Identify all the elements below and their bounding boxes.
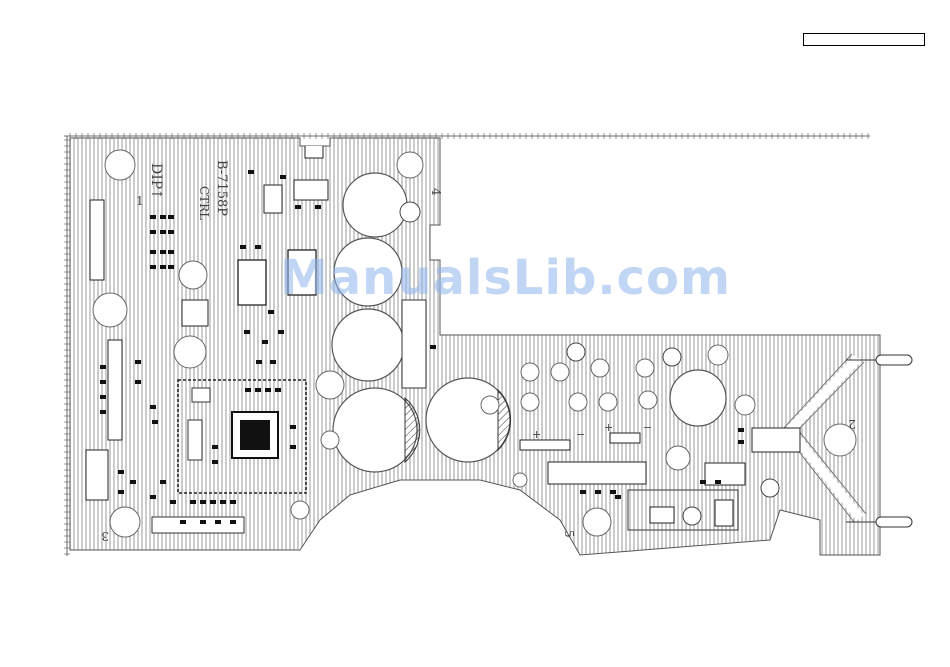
capacitor-c6 (670, 370, 726, 426)
mount-hole-3 (110, 507, 140, 537)
board-part-number: B-7158P (214, 160, 229, 216)
capacitor-c3 (332, 309, 404, 381)
watermark: ManualsLib.com (280, 250, 731, 306)
capacitor-c4 (333, 388, 417, 472)
connector-cn4 (152, 517, 244, 533)
heatsink-regulator (402, 300, 426, 388)
corner-number-5: 5 (562, 530, 576, 538)
corner-number-1: 1 (136, 194, 144, 208)
mount-hole-5 (583, 508, 611, 536)
ic-u1 (238, 260, 266, 305)
capacitor-c5 (426, 378, 510, 462)
corner-number-4: 4 (429, 188, 443, 196)
polarity-minus-2: − (643, 421, 652, 434)
mount-hole-1 (105, 150, 135, 180)
polarity-plus: + (532, 428, 541, 441)
polarity-plus-2: + (604, 421, 613, 434)
crystal (188, 420, 202, 460)
corner-number-3: 3 (101, 529, 109, 543)
mount-hole-4 (397, 152, 423, 178)
polarity-minus: − (576, 428, 585, 441)
connector-cn1 (90, 200, 104, 280)
connector-cn2 (108, 340, 122, 440)
dip-label: DIP (148, 163, 164, 189)
connector-cn3 (86, 450, 108, 500)
board-function-label: CTRL (197, 186, 211, 220)
relay (548, 462, 646, 484)
dip-arrow: ↑ (148, 188, 164, 200)
capacitor-c1 (343, 173, 407, 237)
corner-number-2: 2 (848, 417, 856, 431)
